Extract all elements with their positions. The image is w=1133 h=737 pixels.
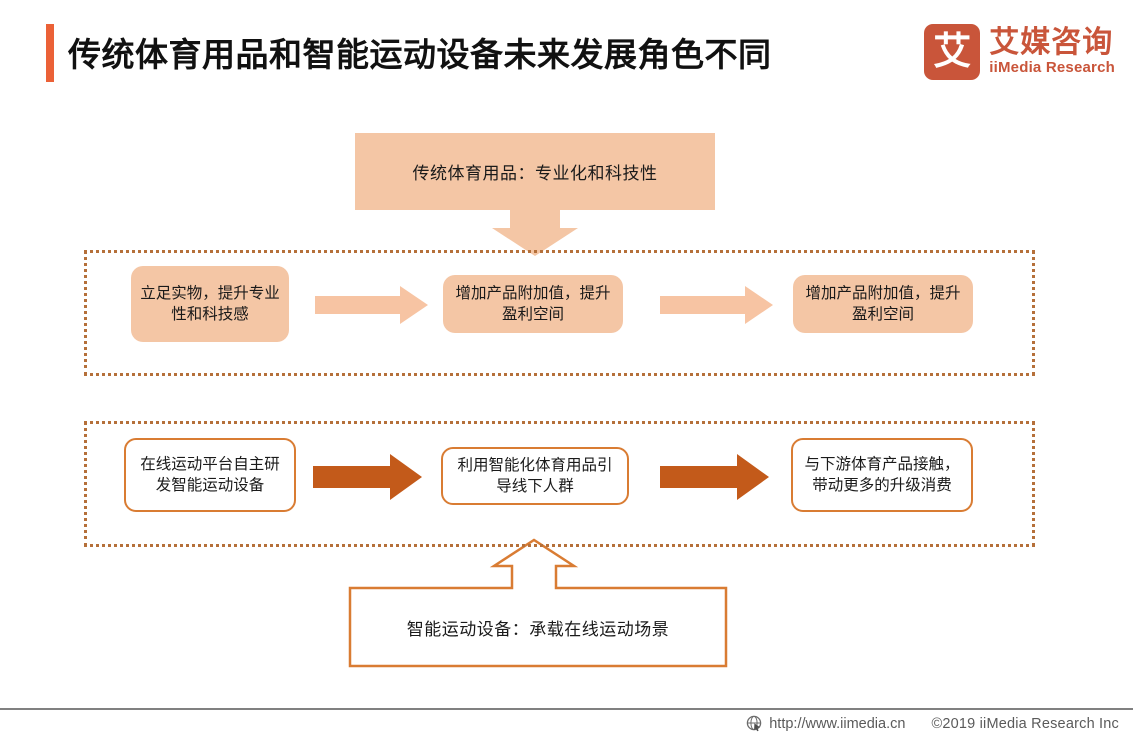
bottom-banner-outline [348, 538, 728, 668]
footer-site-url: http://www.iimedia.cn [769, 715, 906, 732]
page-title: 传统体育用品和智能运动设备未来发展角色不同 [68, 36, 772, 73]
footer-site[interactable]: http://www.iimedia.cn [746, 715, 905, 732]
down-arrow-traditional [492, 210, 578, 256]
page-footer: http://www.iimedia.cn ©2019 iiMedia Rese… [0, 710, 1133, 737]
arrow-smart-2-3 [660, 454, 769, 500]
footer-copyright: ©2019 iiMedia Research Inc [931, 715, 1119, 732]
flow-box-traditional-1[interactable]: 立足实物，提升专业性和科技感 [131, 266, 289, 342]
group-smart [84, 421, 1035, 547]
logo-text: 艾媒咨询 iiMedia Research [989, 27, 1115, 77]
globe-cursor-icon [746, 715, 762, 732]
arrow-traditional-1-2 [315, 286, 428, 324]
top-banner-label: 传统体育用品：专业化和科技性 [412, 164, 658, 183]
arrow-smart-1-2 [313, 454, 422, 500]
arrow-traditional-2-3 [660, 286, 773, 324]
logo-mark-icon: 艾 [924, 24, 981, 80]
footer-divider [0, 708, 1133, 710]
logo-name-cn: 艾媒咨询 [989, 26, 1114, 60]
flow-box-traditional-2[interactable]: 增加产品附加值，提升盈利空间 [443, 275, 623, 333]
logo-name-en: iiMedia Research [989, 58, 1115, 76]
top-banner-traditional: 传统体育用品：专业化和科技性 [355, 133, 715, 210]
flow-box-traditional-3[interactable]: 增加产品附加值，提升盈利空间 [793, 275, 973, 333]
group-traditional [84, 250, 1035, 376]
brand-logo: 艾 艾媒咨询 iiMedia Research [924, 20, 1115, 84]
page-header: 传统体育用品和智能运动设备未来发展角色不同 艾 艾媒咨询 iiMedia Res… [0, 0, 1133, 110]
flow-box-smart-3[interactable]: 与下游体育产品接触，带动更多的升级消费 [791, 438, 973, 512]
flow-box-smart-1[interactable]: 在线运动平台自主研发智能运动设备 [124, 438, 296, 512]
title-accent-bar [46, 24, 54, 82]
flow-box-smart-2[interactable]: 利用智能化体育用品引导线下人群 [441, 447, 629, 505]
